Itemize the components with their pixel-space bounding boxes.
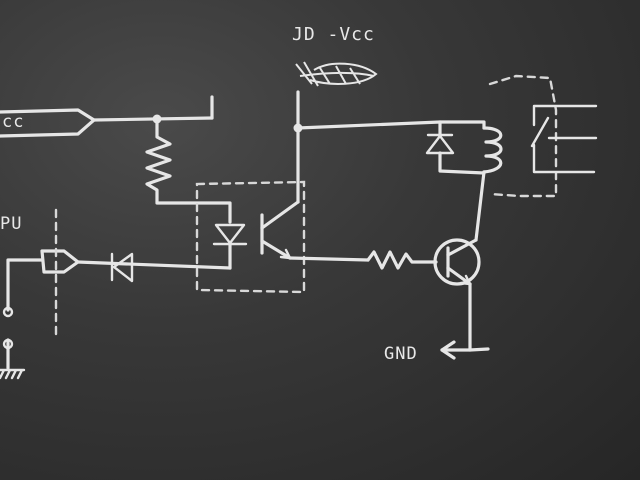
ground-wire [440, 282, 472, 352]
driver-transistor-emitter [446, 266, 472, 286]
flyback-diode [425, 133, 455, 155]
ground-label: GND [384, 344, 418, 364]
scribbled-label [295, 61, 378, 87]
relay-switch [530, 104, 598, 174]
optocoupler-box [195, 180, 306, 294]
input-terminal [2, 306, 14, 318]
opto-led-diode [212, 223, 248, 246]
input-connector [40, 249, 80, 274]
flyback-bottom-wire [438, 151, 486, 175]
driver-transistor-body [433, 238, 481, 286]
ground-arrow [440, 340, 456, 360]
input-label: PU [0, 214, 23, 234]
relay-coil [482, 126, 503, 174]
input-diode [110, 252, 134, 283]
relay-coil-lower-wire [474, 170, 486, 242]
driver-wire [288, 256, 370, 262]
left-supply-label: cc [2, 112, 25, 132]
input-wire [76, 260, 232, 270]
input-lower-terminal [2, 338, 14, 350]
opto-transistor-emitter [260, 239, 292, 260]
input-ground-line [6, 258, 44, 312]
ground-tail [468, 347, 490, 352]
relay-box [488, 74, 558, 198]
chassis-ground-symbol [0, 368, 26, 380]
opto-transistor-collector [260, 200, 300, 230]
input-resistor [145, 117, 232, 224]
driver-transistor-collector [446, 238, 478, 257]
relay-supply-wire [296, 120, 486, 130]
base-resistor [366, 250, 438, 270]
top-supply-label: JD -Vcc [292, 24, 375, 45]
